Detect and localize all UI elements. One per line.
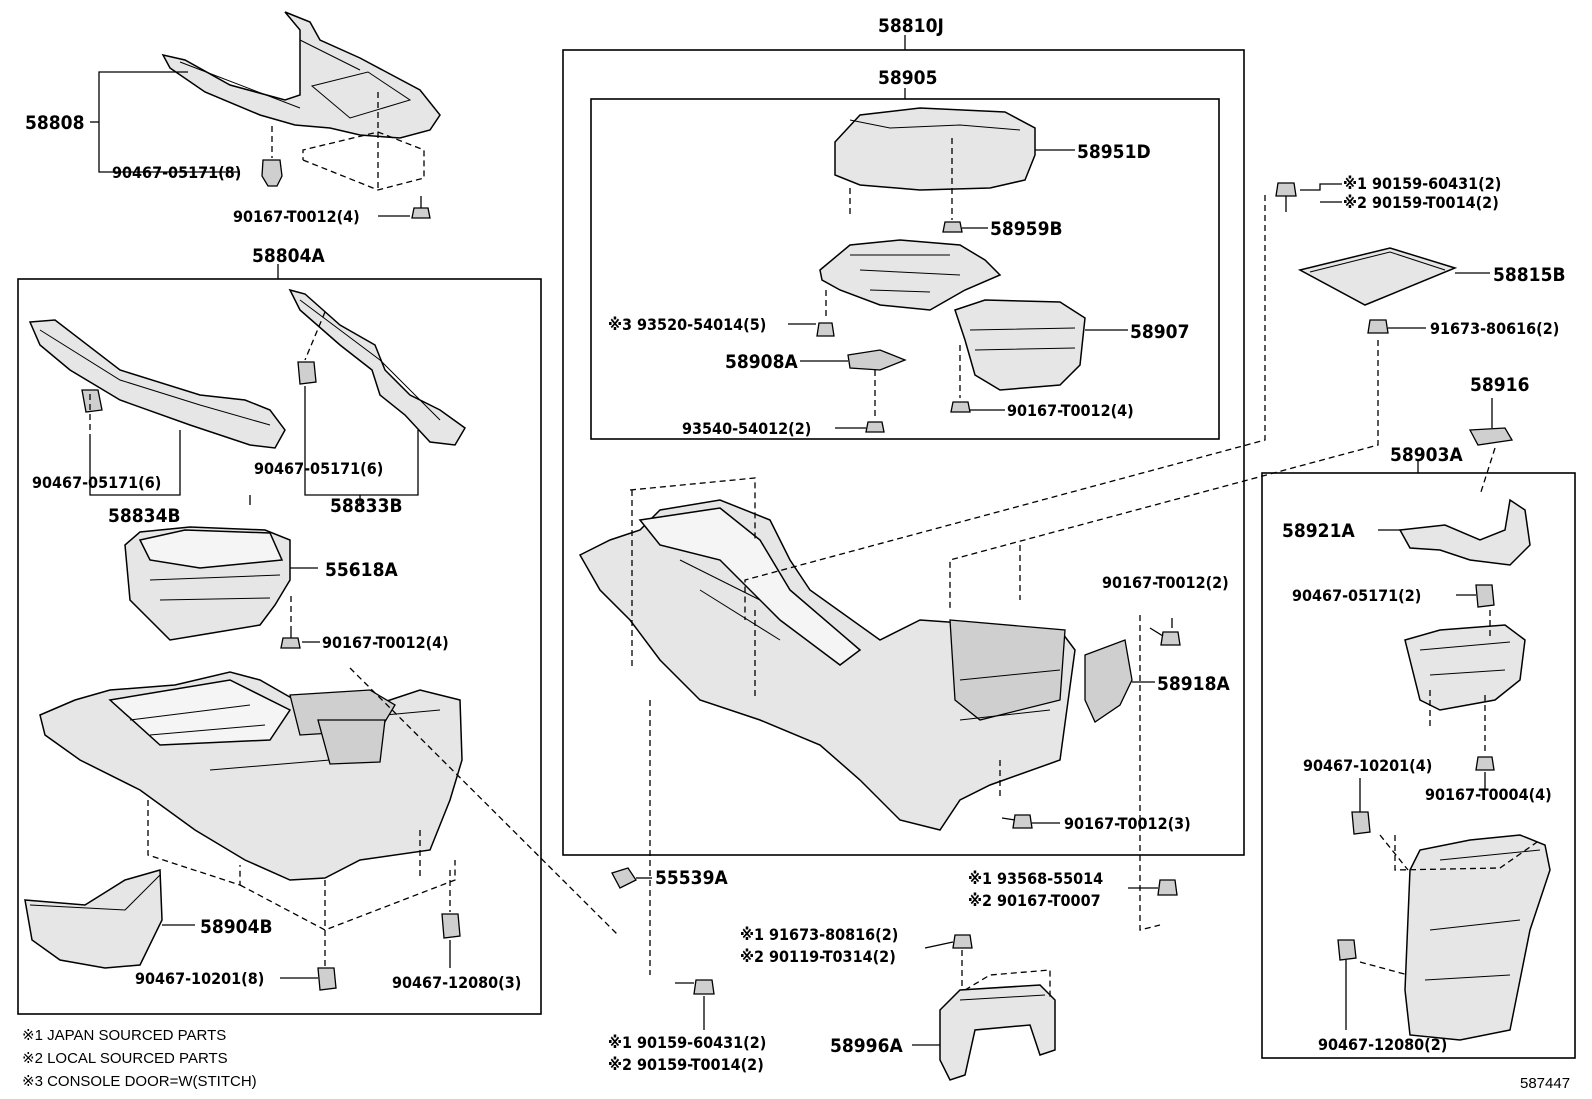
screw-icon (942, 221, 963, 233)
part-label-90467-05171-8: 90467-05171(8) (112, 163, 241, 182)
clip-icon (297, 361, 317, 385)
armrest-lid-58951d (834, 107, 1036, 191)
screw-icon (1367, 319, 1389, 334)
clip-icon (261, 159, 283, 187)
part-label-90159-60431-top: ※1 90159-60431(2) (1343, 174, 1501, 193)
part-label-58808: 58808 (25, 112, 84, 134)
screw-icon (693, 979, 715, 995)
screw-icon (411, 196, 431, 219)
right-side-panel-58833b (288, 288, 466, 446)
part-label-90167-t0012-2: 90167-T0012(2) (1102, 573, 1229, 592)
part-label-58834b: 58834B (108, 505, 181, 527)
left-side-panel-58834b (28, 319, 286, 449)
part-label-90467-12080-3: 90467-12080(3) (392, 973, 521, 992)
screw-icon (280, 626, 301, 649)
part-label-55539a: 55539A (655, 867, 728, 889)
part-label-58907: 58907 (1130, 321, 1189, 343)
part-label-58804a: 58804A (252, 245, 325, 267)
part-label-58996a: 58996A (830, 1035, 903, 1057)
part-label-58908a: 58908A (725, 351, 798, 373)
screw-icon (1475, 756, 1495, 771)
part-label-58903a: 58903A (1390, 444, 1463, 466)
part-label-90167-t0012-4-left: 90167-T0012(4) (322, 633, 449, 652)
upper-console-panel (161, 11, 441, 139)
note-japan-sourced: ※1 JAPAN SOURCED PARTS (22, 1027, 226, 1044)
part-label-90467-05171-6-right: 90467-05171(6) (254, 459, 383, 478)
part-label-90167-t0012-3: 90167-T0012(3) (1064, 814, 1191, 833)
part-label-58815b: 58815B (1493, 264, 1566, 286)
clip-icon (81, 389, 103, 413)
clip-plate-58908a (847, 349, 907, 371)
note-console-door: ※3 CONSOLE DOOR=W(STITCH) (22, 1073, 257, 1090)
pad-58916 (1468, 427, 1514, 446)
part-label-58951d: 58951D (1077, 141, 1151, 163)
part-label-58810j: 58810J (878, 15, 944, 37)
part-label-91673-80616: 91673-80616(2) (1430, 319, 1559, 338)
tray-58904b (24, 869, 163, 969)
note-local-sourced: ※2 LOCAL SOURCED PARTS (22, 1050, 228, 1067)
part-label-90119-t0314: ※2 90119-T0314(2) (740, 947, 896, 966)
part-label-58959b: 58959B (990, 218, 1063, 240)
group-box-58804a (17, 278, 542, 1015)
tray-insert (1404, 624, 1526, 711)
clip-icon (1475, 584, 1495, 608)
clip-icon (317, 967, 337, 991)
part-label-91673-80816: ※1 91673-80816(2) (740, 925, 898, 944)
part-label-90167-t0007: ※2 90167-T0007 (968, 891, 1101, 910)
part-label-58905: 58905 (878, 67, 937, 89)
part-label-58918a: 58918A (1157, 673, 1230, 695)
part-label-58904b: 58904B (200, 916, 273, 938)
part-label-90467-05171-2: 90467-05171(2) (1292, 586, 1421, 605)
part-label-58916: 58916 (1470, 374, 1529, 396)
clip-icon (1351, 811, 1371, 835)
part-label-55618a: 55618A (325, 559, 398, 581)
screw-icon (865, 421, 885, 433)
clip-icon (611, 867, 637, 889)
screw-icon (1275, 182, 1297, 212)
cup-holder-assembly-55618a (124, 526, 291, 641)
part-label-90167-t0012-4-top: 90167-T0012(4) (233, 207, 360, 226)
screw-icon (1001, 814, 1033, 829)
screw-icon (1157, 879, 1178, 896)
part-label-93520-54014: ※3 93520-54014(5) (608, 315, 766, 334)
lid-frame (819, 239, 1002, 311)
screw-icon (950, 401, 971, 413)
part-label-90167-t0004-4: 90167-T0004(4) (1425, 785, 1552, 804)
clip-icon (1337, 939, 1357, 961)
part-label-93540-54012: 93540-54012(2) (682, 419, 811, 438)
rear-panel (1404, 834, 1551, 1041)
screw-icon (816, 322, 835, 337)
screw-icon (1149, 627, 1181, 646)
console-box-main (578, 499, 1076, 831)
latch-58907 (954, 299, 1086, 391)
part-label-58921a: 58921A (1282, 520, 1355, 542)
part-label-90159-t0014-bottom: ※2 90159-T0014(2) (608, 1055, 764, 1074)
mat-58815b (1297, 247, 1458, 306)
part-label-90467-10201-8: 90467-10201(8) (135, 969, 264, 988)
part-label-90467-10201-4: 90467-10201(4) (1303, 756, 1432, 775)
part-label-90467-05171-6-left: 90467-05171(6) (32, 473, 161, 492)
bracket-58996a (939, 984, 1056, 1081)
group-box-58810j (562, 49, 1245, 856)
lower-console-body (39, 671, 463, 881)
part-label-90159-t0014-top: ※2 90159-T0014(2) (1343, 193, 1499, 212)
part-label-90167-t0012-4-inner: 90167-T0012(4) (1007, 401, 1134, 420)
part-label-90467-12080-2: 90467-12080(2) (1318, 1035, 1447, 1054)
part-label-93568-55014: ※1 93568-55014 (968, 869, 1103, 888)
figure-number: 587447 (1520, 1075, 1570, 1092)
part-label-58833b: 58833B (330, 495, 403, 517)
trim-58921a (1398, 498, 1531, 566)
part-label-90159-60431-bottom: ※1 90159-60431(2) (608, 1033, 766, 1052)
clip-icon (441, 913, 461, 939)
bracket-58918a (1084, 639, 1133, 723)
screw-icon (952, 934, 973, 949)
